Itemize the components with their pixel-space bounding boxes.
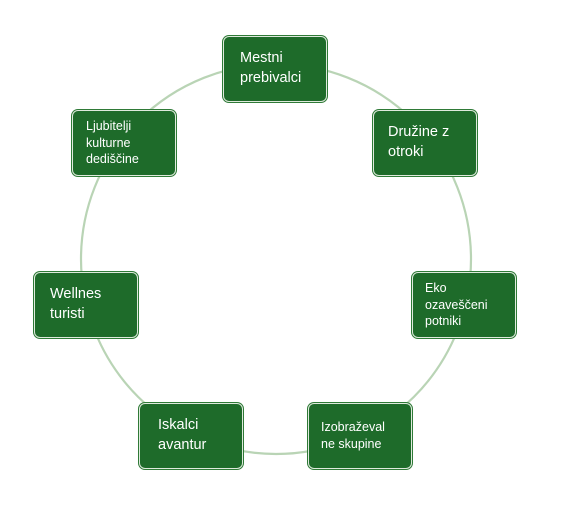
node-label: Mestni prebivalci [240,50,302,86]
node-label: Družine z otroki [388,124,450,160]
node-label: Izobraževal ne skupine [321,420,385,451]
node-ljubitelji-kulturne-dediscine: Ljubitelji kulturne dediščine [72,110,176,176]
node-iskalci-avantur: Iskalci avantur [139,403,243,469]
node-label: Iskalci avantur [158,417,207,453]
node-druzine-z-otroki: Družine z otroki [373,110,477,176]
node-izobrazevalne-skupine: Izobraževal ne skupine [308,403,412,469]
node-wellnes-turisti: Wellnes turisti [34,272,138,338]
node-label: Ljubitelji kulturne dediščine [86,118,139,167]
node-label: Eko ozaveščeni potniki [425,280,488,329]
node-label: Wellnes turisti [50,286,102,322]
node-eko-ozavesceni-potniki: Eko ozaveščeni potniki [412,272,516,338]
node-mestni-prebivalci: Mestni prebivalci [223,36,327,102]
